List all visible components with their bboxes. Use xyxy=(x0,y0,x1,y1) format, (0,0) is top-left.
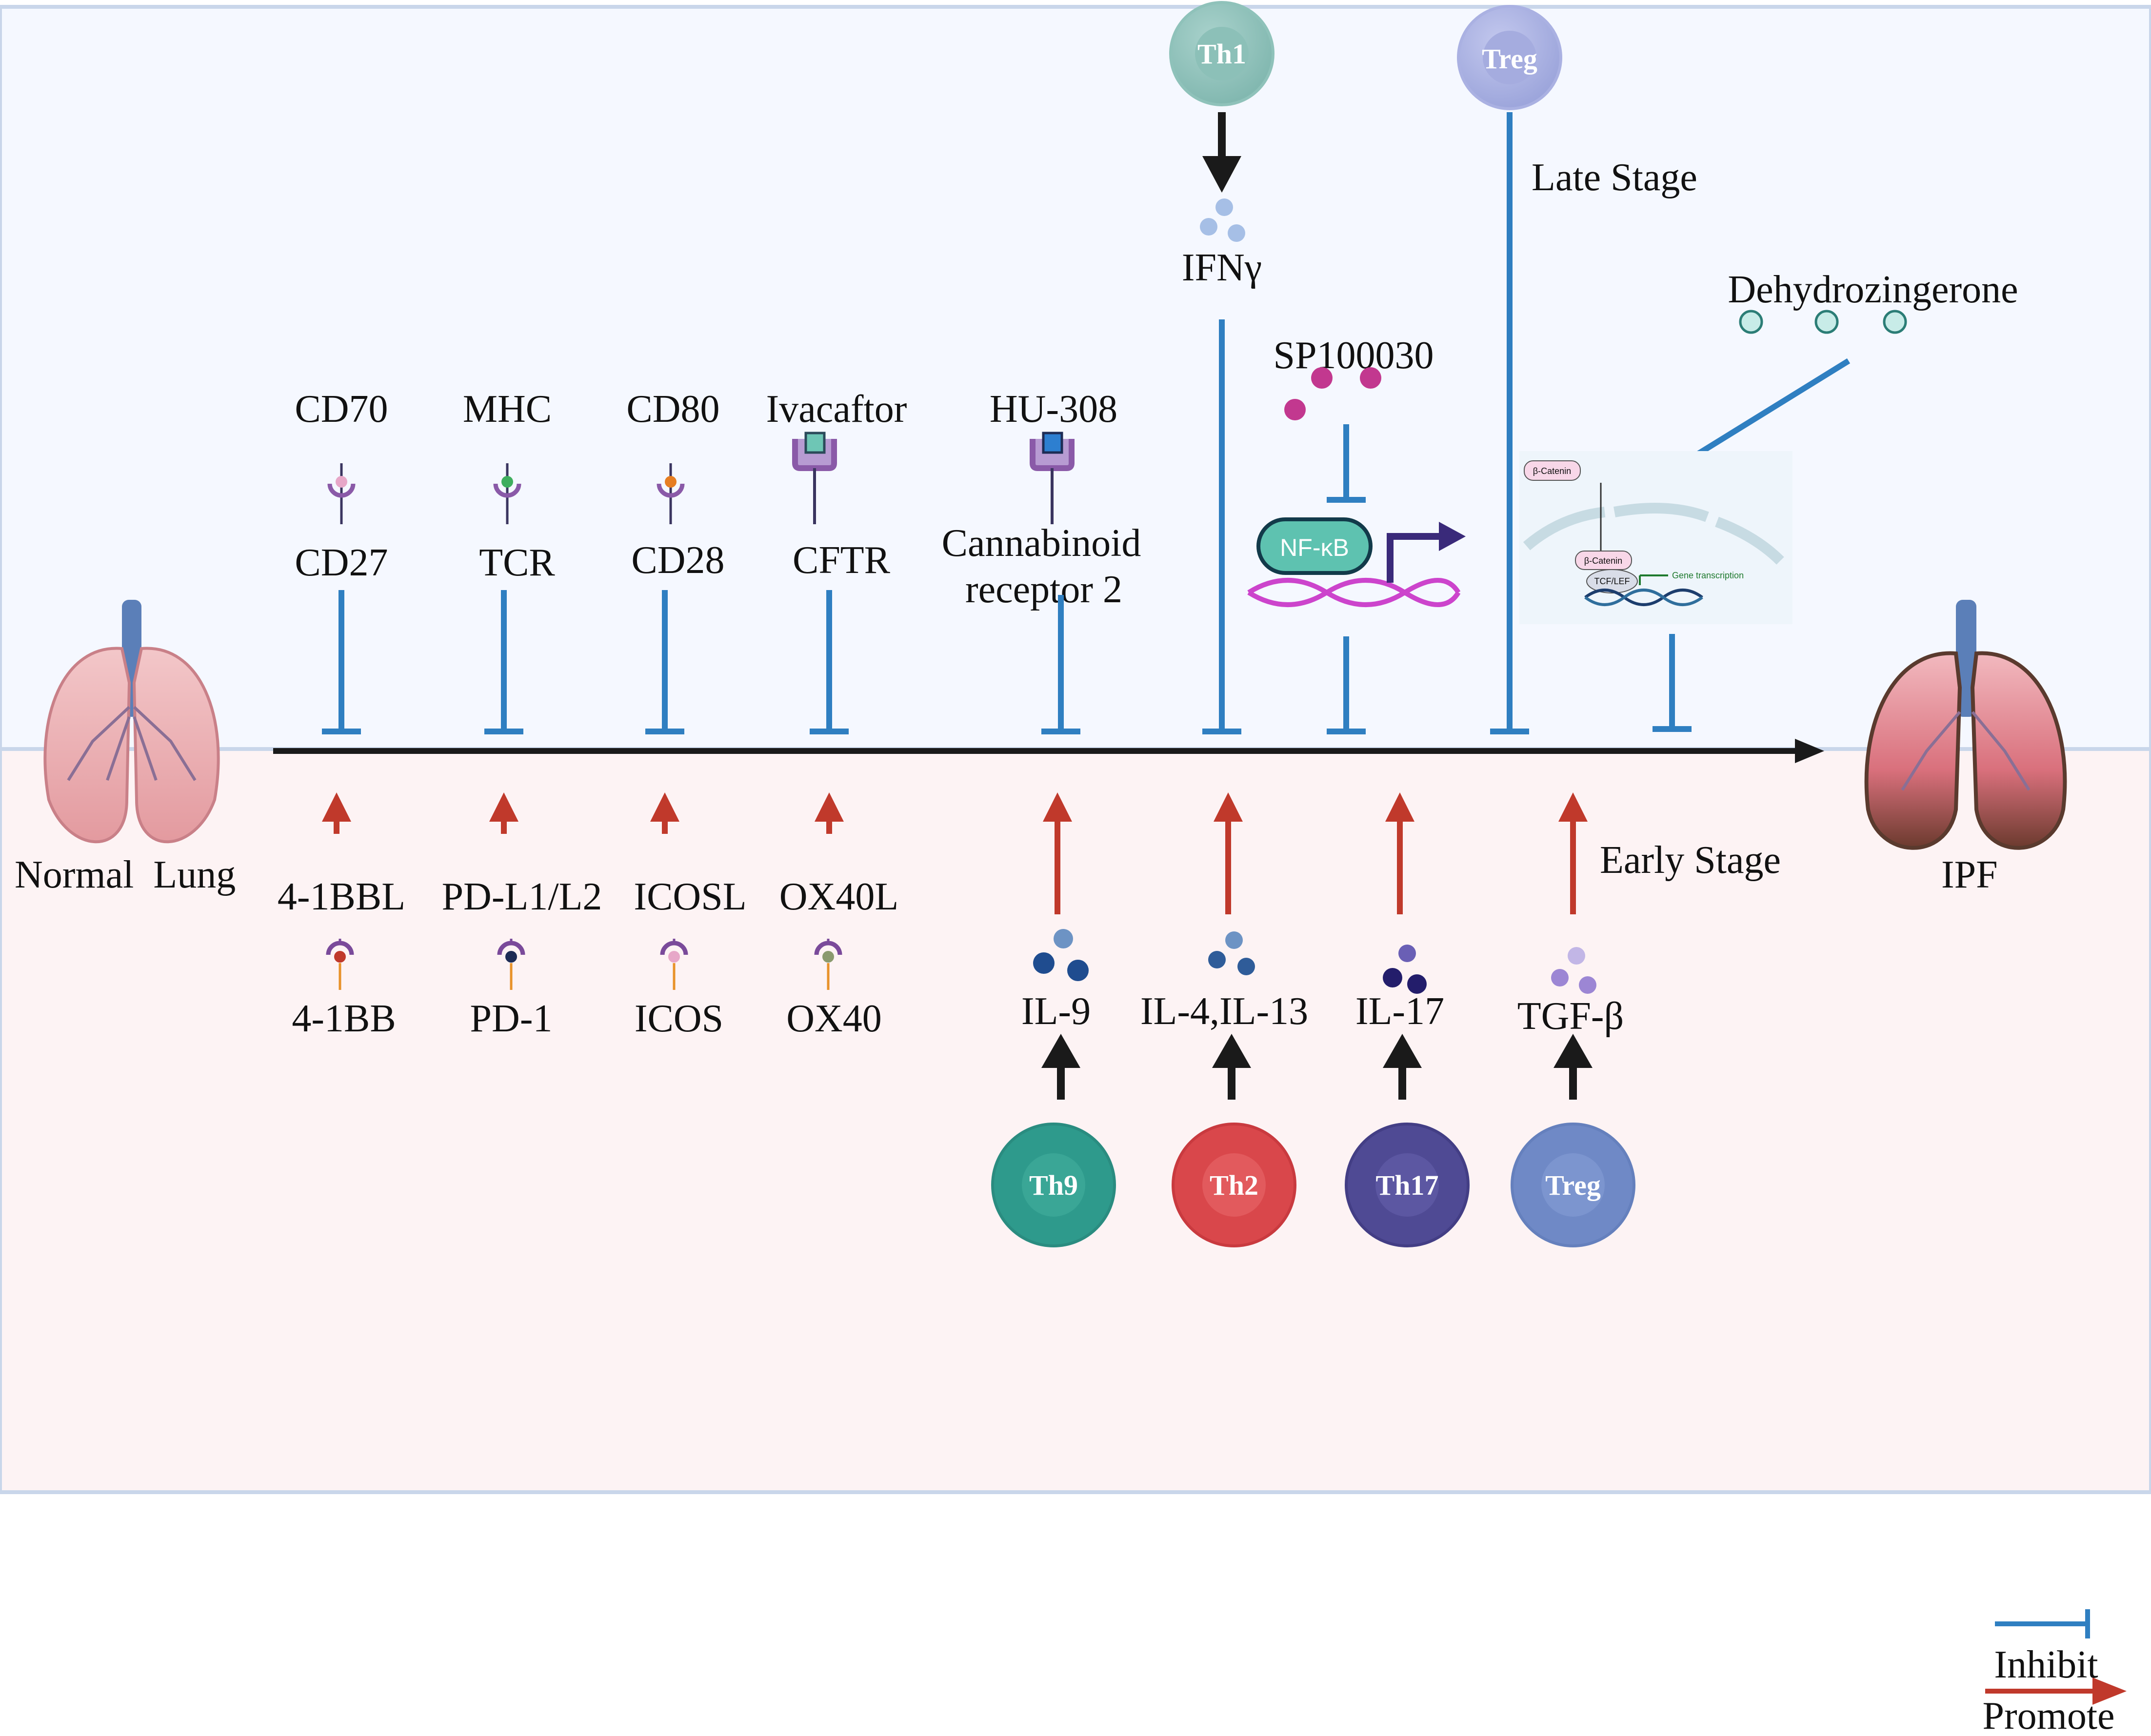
receptor-label: 4-1BB xyxy=(292,997,396,1040)
tgfb-molecule xyxy=(1568,947,1585,965)
dehydrozingerone-pathway: Dehydrozingerone β-Catenin β-Catenin TCF… xyxy=(1519,268,2018,732)
nfkb-label: NF-κB xyxy=(1280,534,1349,561)
lower-panel xyxy=(0,747,2151,1494)
promote-pair-2: PD-L1/L2 PD-1 xyxy=(442,792,602,1040)
treg-late-label: Treg xyxy=(1482,43,1537,75)
ligand-label: CD80 xyxy=(626,388,719,431)
receptor-label-line1: Cannabinoid xyxy=(942,522,1141,565)
receptor-label: OX40 xyxy=(786,997,882,1040)
il17-molecule xyxy=(1407,974,1427,994)
sp100030-molecule xyxy=(1311,367,1333,389)
ligand-label: 4-1BBL xyxy=(278,875,405,918)
promote-pair-3: ICOSL ICOS xyxy=(634,792,747,1040)
th9-pathway: IL-9 Th9 xyxy=(991,792,1116,1247)
cytokine-label: IL-17 xyxy=(1355,990,1444,1033)
dehydrozingerone-molecule xyxy=(1814,310,1839,334)
ifng-label: IFNγ xyxy=(1182,246,1262,289)
cell-label: Treg xyxy=(1545,1169,1601,1201)
il17-molecule xyxy=(1398,945,1416,962)
beta-catenin-label-1: β-Catenin xyxy=(1533,466,1571,476)
il4-molecule xyxy=(1225,931,1243,949)
wnt-signaling-inset: β-Catenin β-Catenin TCF/LEF Gene transcr… xyxy=(1519,451,1792,624)
normal-lung-label: Normal Lung xyxy=(15,853,236,896)
cell-label: Th2 xyxy=(1210,1169,1258,1201)
treg-early-pathway: TGF-β Treg xyxy=(1511,792,1635,1247)
promote-pair-4: OX40L OX40 xyxy=(779,792,898,1040)
legend: Inhibit Promote xyxy=(1982,1609,2127,1736)
inhibit-pair-4: Ivacaftor CFTR xyxy=(766,388,907,734)
ipf-lung-icon xyxy=(1864,600,2067,850)
ligand-label: OX40L xyxy=(779,875,898,918)
sp100030-pathway: SP100030 NF-κB xyxy=(1247,334,1466,734)
receptor-channel-icon xyxy=(1030,432,1075,524)
receptor-label: CD27 xyxy=(295,541,388,584)
sp100030-molecule xyxy=(1360,367,1381,389)
gene-transcription-label: Gene transcription xyxy=(1672,571,1744,580)
cytokine-label: TGF-β xyxy=(1517,995,1624,1038)
il9-molecule xyxy=(1054,929,1073,948)
cytokine-label: IL-4,IL-13 xyxy=(1140,990,1308,1033)
progression-arrowhead xyxy=(1795,739,1824,763)
receptor-label: PD-1 xyxy=(470,997,553,1040)
ligand-dot xyxy=(336,476,347,488)
receptor-label: CFTR xyxy=(793,539,891,582)
ligand-label: MHC xyxy=(463,388,552,431)
ligand-label: HU-308 xyxy=(990,388,1117,431)
cell-label: Th9 xyxy=(1029,1169,1078,1201)
tcf-lef-label: TCF/LEF xyxy=(1594,576,1630,586)
late-stage-label: Late Stage xyxy=(1532,156,1697,199)
promote-pair-1: 4-1BBL 4-1BB xyxy=(278,792,405,1040)
ligand-dot xyxy=(665,476,677,488)
early-stage-label: Early Stage xyxy=(1600,839,1781,882)
ifng-molecule xyxy=(1200,218,1217,236)
receptor-label: ICOS xyxy=(635,997,723,1040)
sp100030-label: SP100030 xyxy=(1274,334,1434,377)
sp100030-molecule xyxy=(1284,399,1306,420)
receptor-label: TCR xyxy=(479,541,555,584)
il9-molecule xyxy=(1067,960,1089,981)
legend-promote-label: Promote xyxy=(1982,1695,2114,1736)
ipf-label: IPF xyxy=(1941,853,1998,896)
treg-late-pathway: Treg xyxy=(1457,5,1562,734)
inhibit-pair-1: CD70 CD27 xyxy=(295,388,388,734)
ligand-label: ICOSL xyxy=(634,875,746,918)
th17-pathway: IL-17 Th17 xyxy=(1345,792,1470,1247)
il17-molecule xyxy=(1383,968,1402,987)
nfkb-box xyxy=(1256,517,1373,575)
il4-molecule xyxy=(1208,951,1226,968)
normal-lung-icon xyxy=(43,600,220,844)
ligand-label: Ivacaftor xyxy=(766,388,907,431)
inhibit-pair-2: MHC TCR xyxy=(463,388,555,734)
inhibit-pair-3: CD80 CD28 xyxy=(626,388,725,734)
nfkb-complex: NF-κB xyxy=(1247,517,1466,607)
legend-inhibit-label: Inhibit xyxy=(1994,1643,2098,1686)
dehydrozingerone-label: Dehydrozingerone xyxy=(1728,268,2018,311)
th1-cell-label: Th1 xyxy=(1197,38,1246,70)
il9-molecule xyxy=(1033,952,1055,974)
th1-pathway: Th1 IFNγ xyxy=(1169,1,1275,734)
dehydrozingerone-molecule xyxy=(1883,310,1907,334)
th2-pathway: IL-4,IL-13 Th2 xyxy=(1140,792,1308,1247)
cytokine-label: IL-9 xyxy=(1021,990,1091,1033)
ligand-dot xyxy=(501,476,513,488)
cell-label: Th17 xyxy=(1376,1169,1439,1201)
receptor-label-line2: receptor 2 xyxy=(965,568,1122,611)
ligand-label: CD70 xyxy=(295,388,388,431)
dehydrozingerone-molecule xyxy=(1739,310,1763,334)
upper-panel xyxy=(0,5,2151,751)
receptor-label: CD28 xyxy=(631,539,724,582)
beta-catenin-label-2: β-Catenin xyxy=(1584,556,1622,566)
tgfb-molecule xyxy=(1579,976,1596,994)
il4-molecule xyxy=(1237,958,1255,975)
ifng-molecule xyxy=(1215,198,1233,216)
ifng-molecule xyxy=(1228,224,1245,242)
ligand-label: PD-L1/L2 xyxy=(442,875,602,918)
receptor-channel-icon xyxy=(792,432,837,524)
tgfb-molecule xyxy=(1551,969,1569,986)
inhibit-pair-5: HU-308 Cannabinoid receptor 2 xyxy=(942,388,1141,734)
